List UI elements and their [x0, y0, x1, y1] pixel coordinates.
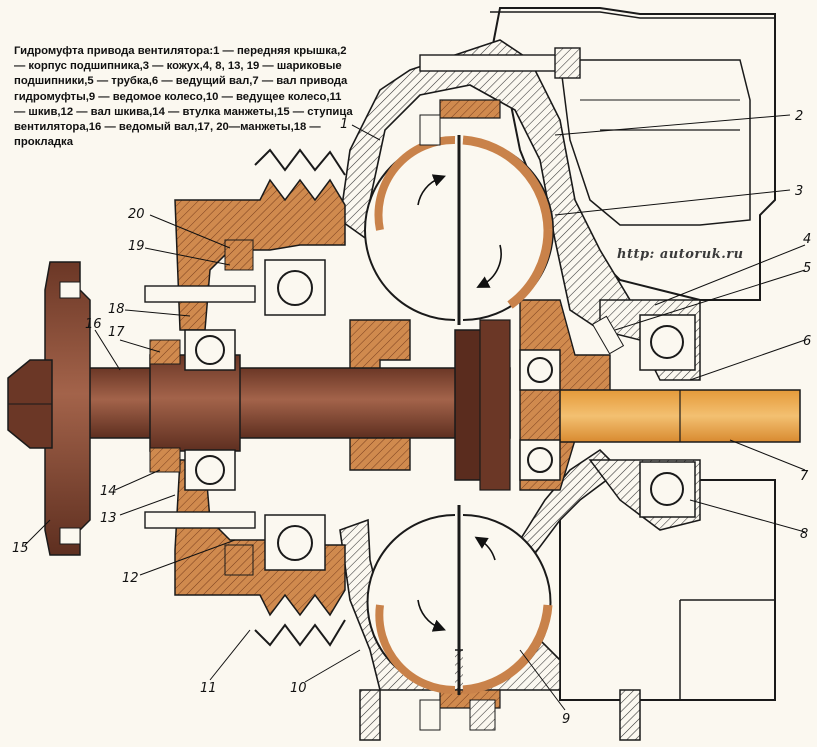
bolts [144, 47, 625, 731]
bearing-12-lower [264, 514, 326, 571]
driven-shaft [39, 319, 511, 491]
callout-7: 7 [800, 469, 809, 484]
callout-20: 20 [128, 207, 145, 222]
bearing-4 [639, 314, 696, 371]
driving-wheel-upper [364, 135, 554, 325]
leader-lines [24, 114, 806, 711]
callout-13: 13 [100, 511, 117, 526]
callout-6: 6 [803, 334, 811, 349]
ball-bearings [184, 259, 696, 571]
callout-labels: 1 2 3 4 5 6 7 8 9 10 11 12 13 14 15 16 1… [12, 109, 811, 727]
callout-16: 16 [85, 317, 102, 332]
callout-1: 1 [340, 117, 348, 132]
pulley-section [174, 148, 346, 647]
callout-15: 15 [12, 541, 29, 556]
callout-17: 17 [108, 325, 125, 340]
watermark-text: http: autoruk.ru [617, 247, 744, 262]
diagram-caption: Гидромуфта привода вентилятора:1 — перед… [14, 45, 353, 149]
callout-19: 19 [128, 239, 145, 254]
bearing-19 [264, 259, 326, 316]
bearing-8 [639, 461, 696, 518]
driven-wheel-lower [366, 505, 553, 695]
callout-4: 4 [803, 232, 811, 247]
fan-hub [7, 261, 91, 556]
bearing-inner [519, 349, 561, 481]
callout-12: 12 [122, 571, 139, 586]
callout-2: 2 [795, 109, 803, 124]
callout-8: 8 [800, 527, 808, 542]
callout-5: 5 [803, 261, 811, 276]
callout-9: 9 [562, 712, 570, 727]
callout-10: 10 [290, 681, 307, 696]
callout-18: 18 [108, 302, 125, 317]
bearing-17 [184, 329, 236, 371]
callout-11: 11 [200, 681, 217, 696]
drive-shaft-7 [559, 389, 801, 443]
callout-3: 3 [795, 184, 803, 199]
bearing-13 [184, 449, 236, 491]
callout-14: 14 [100, 484, 117, 499]
